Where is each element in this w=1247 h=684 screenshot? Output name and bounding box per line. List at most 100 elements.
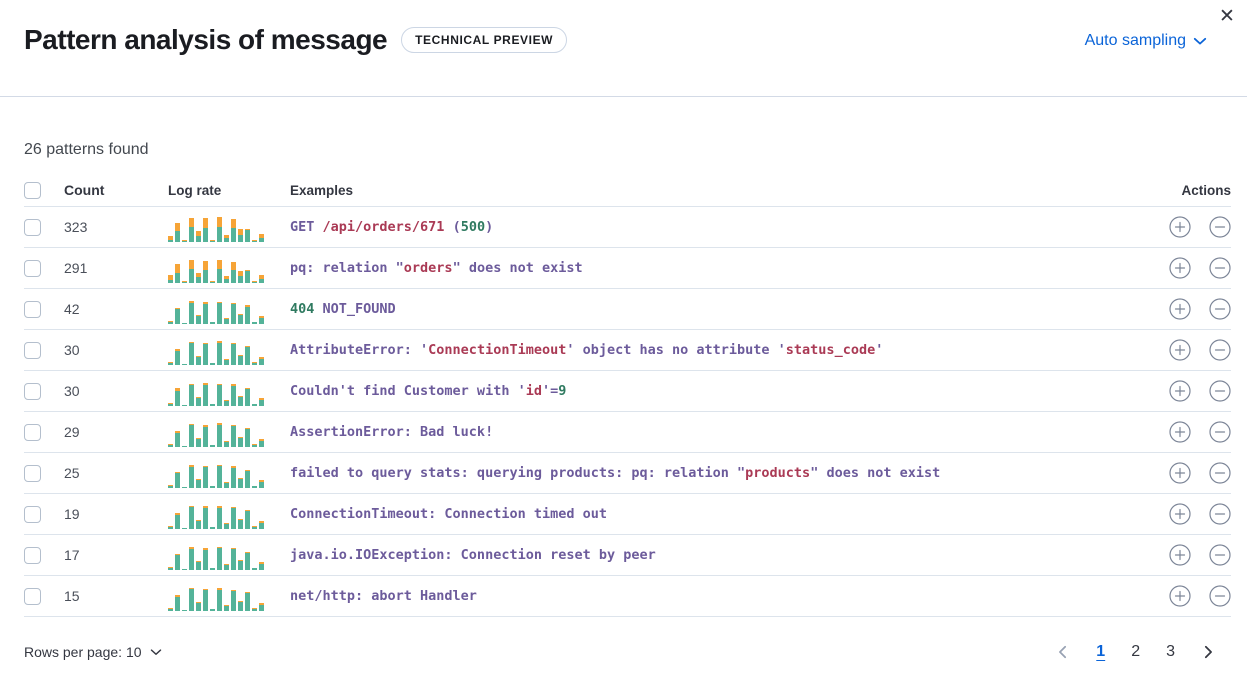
chart-bar xyxy=(210,363,215,365)
chart-bar xyxy=(231,303,236,324)
row-checkbox[interactable] xyxy=(24,423,41,441)
chart-bar xyxy=(203,343,208,365)
row-checkbox[interactable] xyxy=(24,382,41,400)
chart-bar xyxy=(224,359,229,365)
close-icon[interactable]: ✕ xyxy=(1213,2,1241,30)
page-number-1[interactable]: 1 xyxy=(1096,643,1106,660)
chart-bar xyxy=(175,554,180,570)
example-cell: pq: relation "orders" does not exist xyxy=(290,260,1139,276)
row-checkbox[interactable] xyxy=(24,341,41,359)
plus-in-circle-icon[interactable] xyxy=(1169,298,1191,320)
page-title: Pattern analysis of message xyxy=(24,24,388,55)
chart-bar xyxy=(217,384,222,406)
minus-in-circle-icon[interactable] xyxy=(1209,339,1231,361)
example-token: GET xyxy=(290,219,323,235)
plus-in-circle-icon[interactable] xyxy=(1169,339,1191,361)
row-checkbox[interactable] xyxy=(24,218,41,236)
chart-bar xyxy=(182,240,187,242)
count-cell: 29 xyxy=(64,424,80,440)
chart-bar xyxy=(196,602,201,611)
chart-bar xyxy=(259,562,264,570)
log-rate-sparkline xyxy=(168,335,270,365)
chart-bar xyxy=(252,240,257,242)
chart-bar xyxy=(252,362,257,365)
chart-bar xyxy=(252,526,257,529)
chart-bar xyxy=(217,423,222,447)
plus-in-circle-icon[interactable] xyxy=(1169,421,1191,443)
column-header-examples: Examples xyxy=(290,182,354,198)
chart-bar xyxy=(245,510,250,529)
chart-bar xyxy=(259,316,264,324)
chart-bar xyxy=(175,308,180,324)
next-page-icon[interactable] xyxy=(1201,645,1215,659)
page-number-3[interactable]: 3 xyxy=(1166,643,1175,660)
count-cell: 25 xyxy=(64,465,80,481)
chart-bar xyxy=(224,400,229,406)
row-checkbox[interactable] xyxy=(24,546,41,564)
example-token: ConnectionTimeout: Connection timed out xyxy=(290,506,607,522)
minus-in-circle-icon[interactable] xyxy=(1209,380,1231,402)
log-rate-sparkline xyxy=(168,540,270,570)
minus-in-circle-icon[interactable] xyxy=(1209,421,1231,443)
plus-in-circle-icon[interactable] xyxy=(1169,544,1191,566)
minus-in-circle-icon[interactable] xyxy=(1209,462,1231,484)
chart-bar xyxy=(245,305,250,324)
chart-bar xyxy=(252,404,257,406)
row-checkbox[interactable] xyxy=(24,259,41,277)
table-footer: Rows per page: 10 1 2 3 xyxy=(24,643,1231,661)
minus-in-circle-icon[interactable] xyxy=(1209,257,1231,279)
log-rate-sparkline xyxy=(168,212,270,242)
table-row: 15 net/http: abort Handler xyxy=(24,576,1231,617)
chart-bar xyxy=(182,364,187,365)
chart-bar xyxy=(217,341,222,365)
row-checkbox[interactable] xyxy=(24,300,41,318)
select-all-checkbox[interactable] xyxy=(24,181,41,199)
minus-in-circle-icon[interactable] xyxy=(1209,585,1231,607)
minus-in-circle-icon[interactable] xyxy=(1209,503,1231,525)
chart-bar xyxy=(196,397,201,406)
row-checkbox[interactable] xyxy=(24,464,41,482)
row-checkbox[interactable] xyxy=(24,587,41,605)
chart-bar xyxy=(203,548,208,570)
chart-bar xyxy=(252,568,257,570)
minus-in-circle-icon[interactable] xyxy=(1209,298,1231,320)
example-token: Couldn't find Customer with ' xyxy=(290,383,526,399)
table-row: 19 ConnectionTimeout: Connection timed o… xyxy=(24,494,1231,535)
example-cell: Couldn't find Customer with 'id'=9 xyxy=(290,383,1139,399)
sampling-dropdown[interactable]: Auto sampling xyxy=(1085,32,1207,50)
chart-bar xyxy=(231,507,236,529)
chart-bar xyxy=(196,438,201,447)
plus-in-circle-icon[interactable] xyxy=(1169,257,1191,279)
rows-per-page-selector[interactable]: Rows per page: 10 xyxy=(24,644,162,660)
example-token: java.io.IOException: Connection reset by… xyxy=(290,547,656,563)
count-cell: 17 xyxy=(64,547,80,563)
plus-in-circle-icon[interactable] xyxy=(1169,585,1191,607)
chart-bar xyxy=(175,431,180,447)
plus-in-circle-icon[interactable] xyxy=(1169,503,1191,525)
page-number-2[interactable]: 2 xyxy=(1131,643,1141,660)
chart-bar xyxy=(175,264,180,283)
plus-in-circle-icon[interactable] xyxy=(1169,462,1191,484)
plus-in-circle-icon[interactable] xyxy=(1169,380,1191,402)
plus-in-circle-icon[interactable] xyxy=(1169,216,1191,238)
chart-bar xyxy=(210,445,215,447)
table-row: 29 AssertionError: Bad luck! xyxy=(24,412,1231,453)
chart-bar xyxy=(168,321,173,324)
table-rows: 323 GET /api/orders/671 (500) 291 pq: re… xyxy=(24,207,1231,617)
chart-bar xyxy=(252,608,257,611)
chart-bar xyxy=(203,261,208,283)
chart-bar xyxy=(252,486,257,488)
minus-in-circle-icon[interactable] xyxy=(1209,216,1231,238)
previous-page-icon[interactable] xyxy=(1056,645,1070,659)
chart-bar xyxy=(231,590,236,611)
row-checkbox[interactable] xyxy=(24,505,41,523)
minus-in-circle-icon[interactable] xyxy=(1209,544,1231,566)
chart-bar xyxy=(189,342,194,365)
chart-bar xyxy=(189,506,194,529)
count-cell: 30 xyxy=(64,383,80,399)
chart-bar xyxy=(238,229,243,242)
example-token: net/http: abort Handler xyxy=(290,588,477,604)
chart-bar xyxy=(210,527,215,529)
chart-bar xyxy=(245,270,250,283)
chart-bar xyxy=(245,229,250,242)
